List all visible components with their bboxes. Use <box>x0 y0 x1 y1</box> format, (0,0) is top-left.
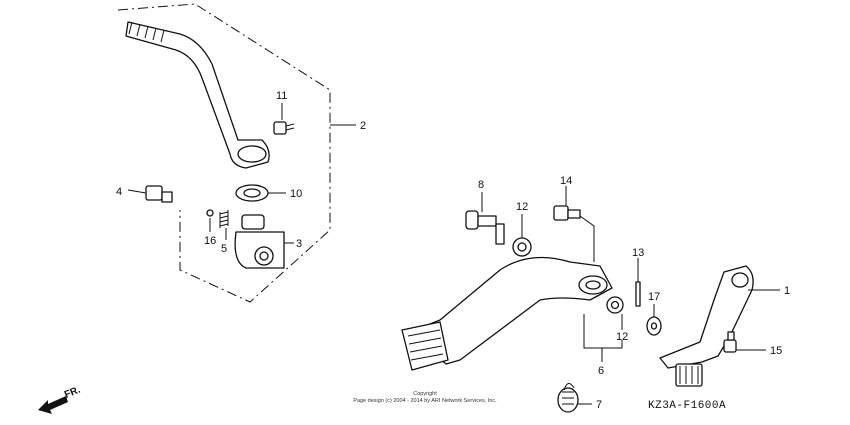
callout-labels: 1 2 3 4 5 6 7 8 10 11 12 12 13 14 15 16 … <box>116 90 790 411</box>
bolt-4[interactable] <box>145 185 173 203</box>
copyright-line-2: Page design (c) 2004 - 2014 by ARI Netwo… <box>353 398 497 404</box>
copyright-line-1: Copyright <box>413 391 437 397</box>
front-arrow-label: FR. <box>63 384 82 400</box>
kick-arm[interactable] <box>125 21 270 169</box>
callout-3: 3 <box>296 238 302 250</box>
callout-17: 17 <box>648 291 660 303</box>
callout-10: 10 <box>290 188 302 200</box>
callout-15: 15 <box>770 345 782 357</box>
callout-13: 13 <box>632 247 644 259</box>
pivot-bolt-8[interactable] <box>465 210 505 245</box>
spindle-3[interactable] <box>234 214 285 269</box>
callout-12-upper: 12 <box>516 201 528 213</box>
return-spring-7[interactable] <box>557 383 579 413</box>
callout-12-lower: 12 <box>616 331 628 343</box>
callout-1: 1 <box>784 285 790 297</box>
cotter-pin-13[interactable] <box>635 281 641 307</box>
brake-pedal-assembly <box>401 205 662 413</box>
group-outline <box>117 3 331 303</box>
bolt-14[interactable] <box>553 205 581 221</box>
callout-14: 14 <box>560 175 572 187</box>
ball-16[interactable] <box>206 209 214 217</box>
gear-shift-lever[interactable] <box>659 265 754 387</box>
washer-10[interactable] <box>235 184 269 202</box>
callout-4: 4 <box>116 186 122 198</box>
kickstarter-group <box>117 3 356 303</box>
callout-6: 6 <box>598 365 604 377</box>
callout-11: 11 <box>276 90 287 102</box>
callout-8: 8 <box>478 179 484 191</box>
spring-5[interactable] <box>219 210 229 228</box>
seal-12-upper[interactable] <box>512 237 532 257</box>
brake-pedal[interactable] <box>401 256 613 371</box>
leader-lines <box>127 103 780 405</box>
callout-16: 16 <box>204 235 216 247</box>
washer-17[interactable] <box>646 316 662 336</box>
front-arrow-icon <box>38 396 68 414</box>
front-direction-indicator: FR. <box>38 384 82 414</box>
callout-2: 2 <box>360 120 366 132</box>
bolt-11[interactable] <box>273 121 295 135</box>
diagram-code: KZ3A-F1600A <box>648 400 726 412</box>
seal-12-lower[interactable] <box>606 296 624 314</box>
gear-shift-assembly <box>659 265 754 387</box>
callout-5: 5 <box>221 243 227 255</box>
bolt-15[interactable] <box>723 331 737 353</box>
callout-7: 7 <box>596 399 602 411</box>
